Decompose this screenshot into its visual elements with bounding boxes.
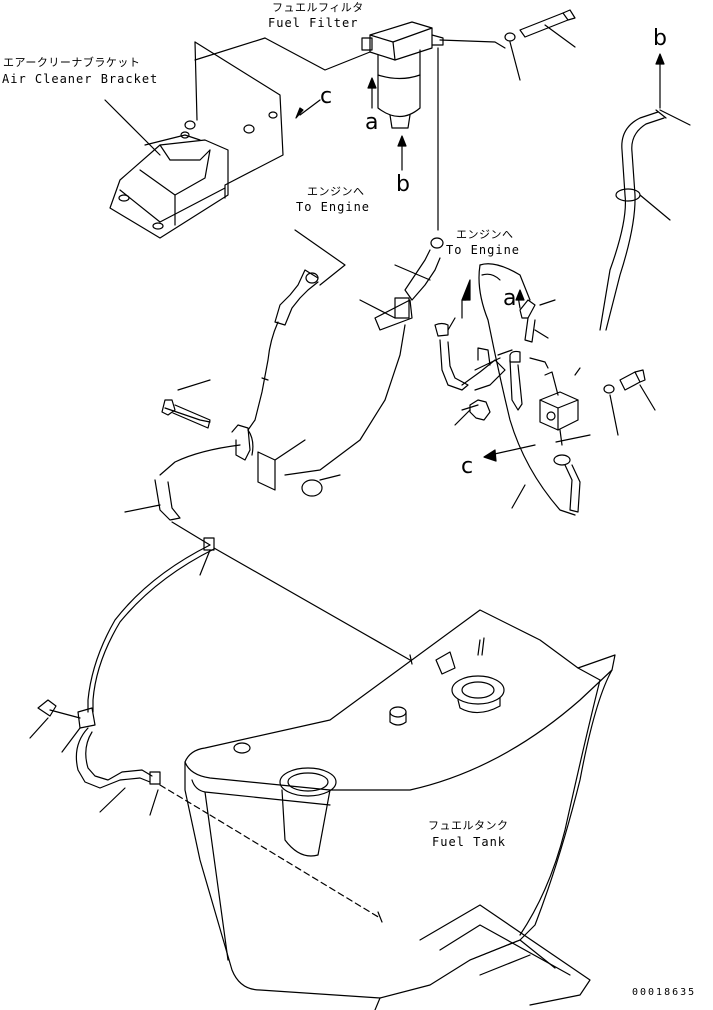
air-cleaner-bracket-label-en: Air Cleaner Bracket <box>2 72 159 86</box>
drawing-code: 00018635 <box>632 987 697 998</box>
fuel-tank-label-en: Fuel Tank <box>432 835 507 849</box>
ref-a-right: a <box>503 286 517 311</box>
to-engine-label-2-en: To Engine <box>446 243 521 257</box>
bracket-leader <box>104 99 161 156</box>
ref-b-filter: b <box>396 172 410 197</box>
fuel-tank-label-jp: フュエルタンク <box>428 819 509 832</box>
return-hose <box>247 269 319 431</box>
fuel-tank <box>184 609 616 1010</box>
c-leader-top <box>299 99 321 116</box>
air-cleaner-bracket <box>109 41 284 239</box>
fuel-filter-label-jp: フュエルフィルタ <box>272 1 364 14</box>
air-cleaner-bracket-label-jp: エアークリーナブラケット <box>3 56 141 69</box>
ref-a-filter: a <box>365 110 379 135</box>
ref-b-top-right: b <box>653 26 667 51</box>
ref-c-mid: c <box>461 454 474 479</box>
to-engine-label-2-jp: エンジンへ <box>456 228 514 241</box>
fuel-filter-label-en: Fuel Filter <box>268 16 359 30</box>
to-engine-label-1-en: To Engine <box>296 200 371 214</box>
to-engine-label-1-jp: エンジンへ <box>307 185 365 198</box>
fuel-filter <box>361 21 444 129</box>
ref-c-top: c <box>320 84 333 109</box>
